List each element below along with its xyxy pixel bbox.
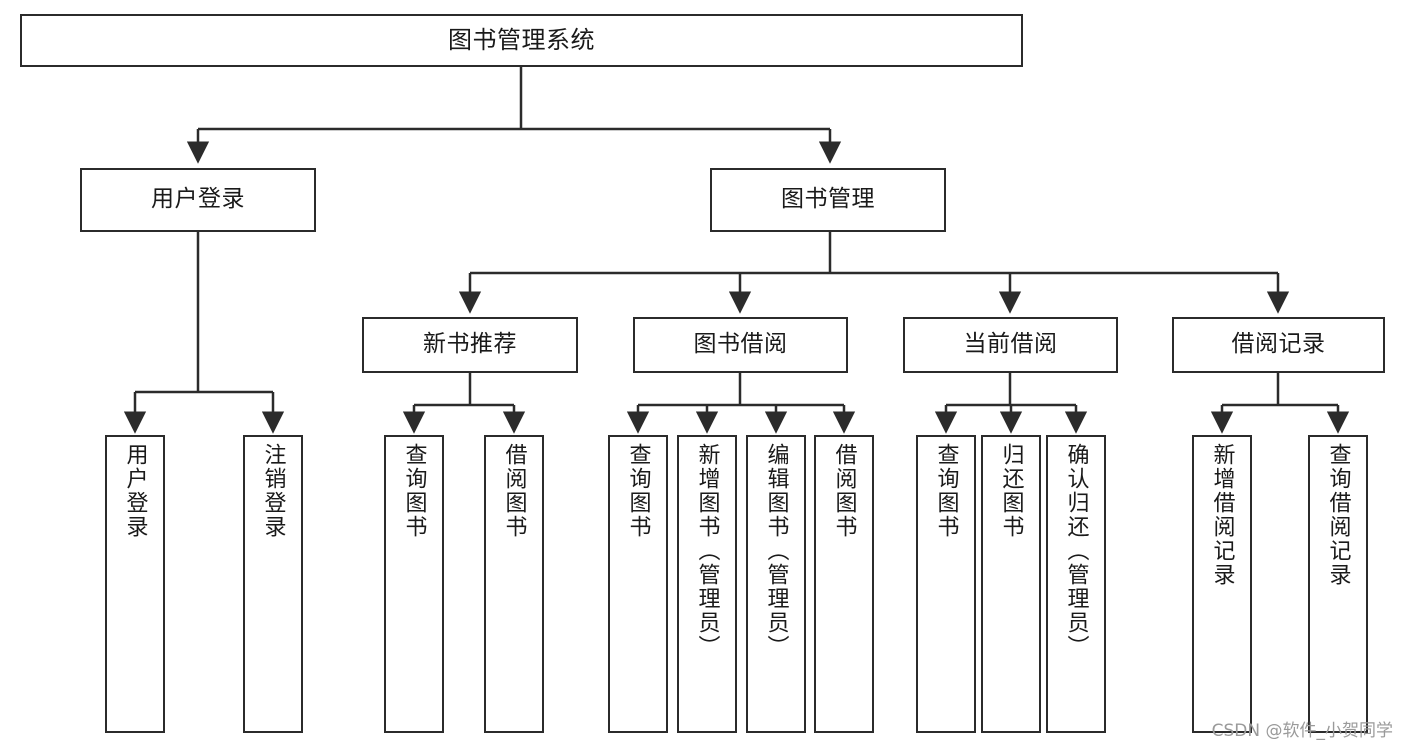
node-new-book-recommend[interactable]: 新书推荐 [362, 317, 578, 373]
node-book-borrow[interactable]: 图书借阅 [633, 317, 848, 373]
leaf-recommend-borrow-book[interactable]: 借阅图书 [484, 435, 544, 733]
node-label: 借阅图书 [501, 443, 527, 539]
leaf-record-add-borrow-record[interactable]: 新增借阅记录 [1192, 435, 1252, 733]
node-label: 查询图书 [933, 443, 959, 539]
leaf-recommend-query-book[interactable]: 查询图书 [384, 435, 444, 733]
leaf-current-confirm-return-admin[interactable]: 确认归还（管理员） [1046, 435, 1106, 733]
leaf-user-logout[interactable]: 注销登录 [243, 435, 303, 733]
node-label: 借阅图书 [831, 443, 857, 539]
node-label: 新增借阅记录 [1209, 443, 1235, 587]
node-label: 借阅记录 [1231, 331, 1326, 358]
node-label: 图书管理 [781, 186, 875, 213]
leaf-current-return-book[interactable]: 归还图书 [981, 435, 1041, 733]
node-label: 查询图书 [401, 443, 427, 539]
node-label: 用户登录 [151, 186, 245, 213]
node-label: 确认归还（管理员） [1063, 443, 1089, 659]
node-label: 当前借阅 [963, 331, 1058, 358]
node-root-system[interactable]: 图书管理系统 [20, 14, 1023, 67]
leaf-borrow-edit-book-admin[interactable]: 编辑图书（管理员） [746, 435, 806, 733]
node-user-login[interactable]: 用户登录 [80, 168, 316, 232]
leaf-borrow-add-book-admin[interactable]: 新增图书（管理员） [677, 435, 737, 733]
node-label: 图书管理系统 [448, 26, 595, 55]
node-label: 编辑图书（管理员） [763, 443, 789, 659]
csdn-watermark: CSDN @软件_小贺同学 [1211, 721, 1393, 741]
node-current-borrow[interactable]: 当前借阅 [903, 317, 1118, 373]
node-label: 新书推荐 [423, 331, 517, 358]
node-label: 归还图书 [998, 443, 1024, 539]
leaf-borrow-borrow-book[interactable]: 借阅图书 [814, 435, 874, 733]
node-label: 查询图书 [625, 443, 651, 539]
node-book-management[interactable]: 图书管理 [710, 168, 946, 232]
node-label: 新增图书（管理员） [694, 443, 720, 659]
node-label: 查询借阅记录 [1325, 443, 1351, 587]
leaf-record-query-borrow-record[interactable]: 查询借阅记录 [1308, 435, 1368, 733]
node-borrow-record[interactable]: 借阅记录 [1172, 317, 1385, 373]
leaf-borrow-query-book[interactable]: 查询图书 [608, 435, 668, 733]
node-label: 图书借阅 [693, 331, 788, 358]
leaf-current-query-book[interactable]: 查询图书 [916, 435, 976, 733]
leaf-user-login[interactable]: 用户登录 [105, 435, 165, 733]
node-label: 用户登录 [122, 443, 148, 539]
node-label: 注销登录 [260, 443, 286, 539]
